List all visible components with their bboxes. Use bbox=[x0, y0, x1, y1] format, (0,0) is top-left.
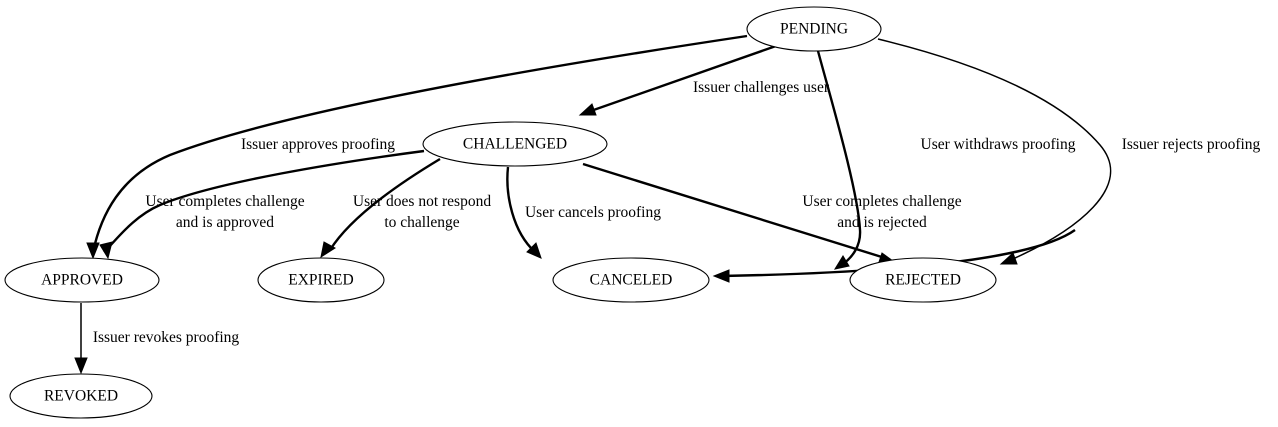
node-ellipse[interactable] bbox=[552, 257, 710, 303]
edge-line bbox=[328, 157, 441, 251]
edge-challenged-expired bbox=[320, 157, 441, 259]
edge-label-line: User withdraws proofing bbox=[921, 136, 1076, 153]
edge-label-approved-revoked: Issuer revokes proofing bbox=[93, 329, 240, 346]
edge-label-pending-canceled: User withdraws proofing bbox=[921, 136, 1076, 153]
edges-layer bbox=[74, 34, 1112, 375]
node-label-approved: APPROVED bbox=[41, 272, 123, 289]
state-node-rejected[interactable]: REJECTED bbox=[849, 257, 997, 303]
arrowhead-icon bbox=[526, 242, 542, 259]
edge-label-line: User completes challenge bbox=[802, 193, 961, 210]
edge-label-line: User does not respond bbox=[353, 193, 491, 210]
edge-challenged-canceled-cross bbox=[712, 229, 1076, 283]
arrowhead-icon bbox=[99, 241, 113, 260]
edge-label-line: Issuer approves proofing bbox=[241, 136, 395, 153]
edge-line bbox=[816, 50, 862, 268]
edge-challenged-approved bbox=[99, 149, 425, 260]
edge-line bbox=[877, 38, 1112, 263]
edge-label-pending-approved: Issuer approves proofing bbox=[241, 136, 395, 153]
state-node-approved[interactable]: APPROVED bbox=[4, 257, 160, 303]
edge-line bbox=[721, 229, 1076, 278]
arrowhead-icon bbox=[320, 241, 336, 259]
edge-label-line: Issuer rejects proofing bbox=[1122, 136, 1261, 153]
edge-pending-rejected bbox=[877, 38, 1112, 265]
arrowhead-icon bbox=[578, 103, 597, 116]
edge-approved-revoked bbox=[74, 303, 88, 375]
edge-line bbox=[582, 162, 886, 260]
edge-challenged-canceled bbox=[506, 166, 542, 259]
edge-line bbox=[91, 34, 748, 253]
node-label-revoked: REVOKED bbox=[44, 388, 118, 405]
edge-label-line: Issuer revokes proofing bbox=[93, 329, 240, 346]
edge-label-line: and is approved bbox=[176, 214, 274, 231]
edge-label-challenged-expired: User does not respond to challenge bbox=[353, 193, 491, 231]
edge-label-line: and is rejected bbox=[837, 214, 927, 231]
edge-line bbox=[103, 149, 425, 253]
state-node-expired[interactable]: EXPIRED bbox=[257, 257, 385, 303]
arrowhead-icon bbox=[712, 269, 730, 283]
nodes-layer: PENDING CHALLENGED APPROVED EXPIRED CANCELED… bbox=[4, 6, 997, 419]
edge-label-pending-rejected: Issuer rejects proofing bbox=[1122, 136, 1261, 153]
edge-label-line: Issuer challenges user bbox=[693, 79, 830, 96]
node-label-expired: EXPIRED bbox=[288, 272, 353, 289]
edge-label-pending-challenged: Issuer challenges user bbox=[693, 79, 830, 96]
node-ellipse[interactable] bbox=[4, 257, 160, 303]
edge-pending-approved bbox=[86, 34, 748, 260]
node-ellipse[interactable] bbox=[257, 257, 385, 303]
node-ellipse[interactable] bbox=[849, 257, 997, 303]
node-ellipse[interactable] bbox=[422, 121, 608, 167]
edge-label-challenged-canceled: User cancels proofing bbox=[525, 204, 661, 221]
state-node-pending[interactable]: PENDING bbox=[746, 6, 882, 52]
node-ellipse[interactable] bbox=[9, 373, 153, 419]
edge-label-line: User completes challenge bbox=[145, 193, 304, 210]
state-node-challenged[interactable]: CHALLENGED bbox=[422, 121, 608, 167]
edge-label-challenged-rejected: User completes challenge and is rejected bbox=[802, 193, 961, 231]
state-node-canceled[interactable]: CANCELED bbox=[552, 257, 710, 303]
arrowhead-icon bbox=[999, 252, 1018, 265]
arrowhead-icon bbox=[86, 242, 100, 260]
node-label-canceled: CANCELED bbox=[590, 272, 673, 289]
node-label-challenged: CHALLENGED bbox=[463, 136, 567, 153]
arrowhead-icon bbox=[833, 255, 850, 270]
edge-labels-layer: Issuer approves proofing Issuer challenge… bbox=[93, 79, 1261, 346]
edge-pending-canceled bbox=[816, 50, 862, 270]
edge-line bbox=[584, 44, 777, 115]
arrowhead-icon bbox=[74, 357, 88, 375]
state-node-revoked[interactable]: REVOKED bbox=[9, 373, 153, 419]
edge-label-line: to challenge bbox=[384, 214, 459, 231]
edge-label-line: User cancels proofing bbox=[525, 204, 661, 221]
node-ellipse[interactable] bbox=[746, 6, 882, 52]
edge-pending-challenged bbox=[578, 44, 777, 116]
edge-label-challenged-approved: User completes challenge and is approved bbox=[145, 193, 304, 231]
node-label-pending: PENDING bbox=[780, 21, 848, 38]
edge-line bbox=[506, 166, 536, 253]
node-label-rejected: REJECTED bbox=[885, 272, 961, 289]
